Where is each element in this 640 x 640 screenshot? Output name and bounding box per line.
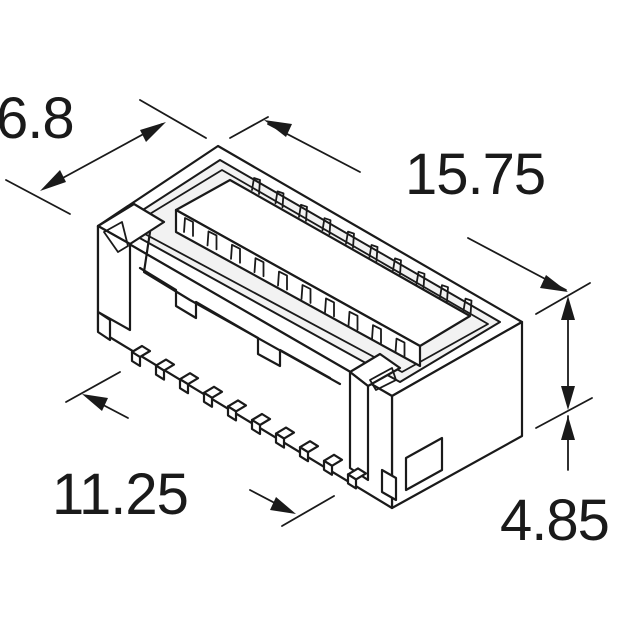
dim-length-arrow-left bbox=[264, 120, 292, 137]
dim-depth-lines bbox=[5, 99, 207, 215]
solder-tail-face bbox=[130, 350, 142, 368]
tongue-contact bbox=[183, 217, 194, 237]
dim-height-arrow-bottom-outer bbox=[561, 416, 575, 440]
dim-pitch-ext-right bbox=[281, 495, 335, 527]
solder-tail-face bbox=[274, 432, 286, 449]
tongue-contact bbox=[277, 270, 288, 291]
solder-tail-face bbox=[178, 378, 190, 395]
dim-height-ext-bottom bbox=[535, 397, 593, 429]
solder-tail-face bbox=[154, 364, 166, 381]
dim-pitch-lines bbox=[65, 371, 335, 527]
tongue-contact bbox=[394, 337, 406, 358]
tongue-contact bbox=[371, 324, 382, 345]
housing-cavity-inset bbox=[129, 169, 489, 373]
solder-tail-face bbox=[202, 391, 214, 408]
dim-length-ext-left bbox=[229, 116, 269, 139]
tongue-contact bbox=[347, 310, 359, 331]
solder-tails bbox=[130, 344, 368, 490]
top-contact bbox=[251, 177, 261, 195]
front-rib-upper bbox=[142, 230, 342, 386]
right-end-face bbox=[348, 370, 370, 482]
dim-depth-ext-right bbox=[139, 99, 207, 139]
peg-right-side bbox=[404, 436, 444, 492]
top-contact bbox=[345, 230, 355, 249]
dim-height-arrow-bottom bbox=[561, 386, 575, 410]
dim-length-ext-right bbox=[535, 282, 591, 315]
top-contact bbox=[439, 284, 449, 303]
tongue-contact bbox=[230, 243, 241, 264]
top-contact bbox=[415, 270, 426, 289]
peg-left bbox=[96, 310, 112, 342]
tongue-contact bbox=[300, 284, 312, 304]
dim-pitch-ext-left bbox=[65, 371, 121, 403]
solder-tail-face bbox=[298, 446, 310, 463]
tongue-contacts bbox=[183, 217, 406, 358]
dim-length-lines bbox=[229, 116, 591, 315]
dim-depth-arrow-right bbox=[140, 122, 166, 142]
top-contact bbox=[274, 190, 285, 209]
dim-height-arrow-top bbox=[561, 296, 575, 320]
dim-pitch-arrow-left bbox=[82, 394, 108, 411]
dim-height-label: 4.85 bbox=[500, 488, 609, 553]
dim-height-lines bbox=[535, 296, 593, 471]
solder-tail-face bbox=[226, 405, 238, 422]
tongue-contact bbox=[324, 297, 335, 318]
dim-pitch-arrow-right bbox=[270, 497, 296, 514]
left-end-face bbox=[96, 224, 132, 332]
tongue-contact bbox=[253, 257, 265, 278]
top-contact bbox=[462, 297, 473, 316]
board-pegs bbox=[96, 310, 444, 502]
dim-length-label: 15.75 bbox=[405, 142, 545, 207]
tongue-contact bbox=[206, 230, 218, 251]
top-contact bbox=[368, 244, 379, 262]
insulator-tongue-face bbox=[174, 208, 422, 368]
left-end-latch bbox=[103, 221, 129, 253]
solder-tail-face bbox=[346, 473, 358, 490]
top-contact bbox=[321, 217, 332, 236]
dim-depth-label: 6.8 bbox=[0, 86, 74, 151]
front-rib-lower bbox=[138, 266, 332, 380]
top-contact bbox=[298, 203, 308, 222]
solder-tail-face bbox=[322, 459, 334, 476]
dim-depth-ext-left bbox=[5, 179, 71, 215]
solder-tail-face bbox=[250, 418, 262, 436]
dim-length-arrow-right bbox=[540, 275, 568, 292]
right-end-latch bbox=[369, 367, 397, 391]
top-contact bbox=[392, 257, 402, 276]
top-row-contacts bbox=[251, 177, 473, 316]
dim-depth-arrow-left bbox=[40, 170, 66, 191]
peg-right-front bbox=[380, 468, 398, 502]
dim-pitch-span-label: 11.25 bbox=[52, 462, 188, 527]
